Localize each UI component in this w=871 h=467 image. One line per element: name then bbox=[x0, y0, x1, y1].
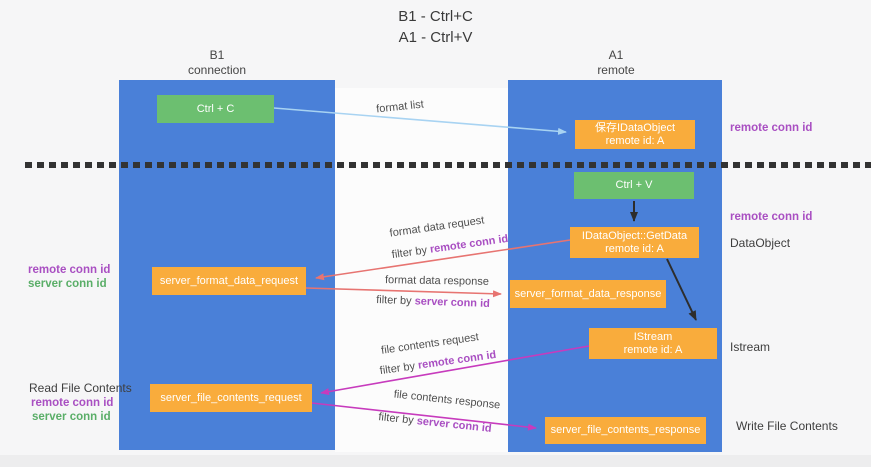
node-save-idataobject: 保存IDataObject remote id: A bbox=[575, 120, 695, 149]
column-b1-role: connection bbox=[187, 63, 247, 77]
node-file-response-label: server_file_contents_response bbox=[550, 424, 701, 436]
side-label-remote-conn-id-left-bottom: remote conn id bbox=[31, 397, 114, 409]
node-ctrl-v-label: Ctrl + V bbox=[615, 179, 653, 191]
side-label-dataobject: DataObject bbox=[730, 236, 791, 250]
node-server-format-data-request: server_format_data_request bbox=[152, 267, 306, 295]
node-server-file-contents-request: server_file_contents_request bbox=[150, 384, 312, 412]
node-idataobject-getdata: IDataObject::GetData remote id: A bbox=[570, 227, 699, 258]
node-ctrl-c-label: Ctrl + C bbox=[196, 102, 235, 115]
side-label-server-conn-id-left-bottom: server conn id bbox=[32, 411, 111, 423]
side-label-server-conn-id-left-top: server conn id bbox=[28, 278, 107, 290]
node-format-response-label: server_format_data_response bbox=[514, 287, 662, 300]
node-istream-line2: remote id: A bbox=[623, 343, 683, 356]
side-label-read-file-contents: Read File Contents bbox=[29, 381, 132, 395]
column-a1-role: remote bbox=[597, 63, 635, 77]
diagram-title: B1 - Ctrl+C A1 - Ctrl+V bbox=[0, 6, 871, 48]
column-header-b1: B1 connection bbox=[147, 48, 287, 78]
footer-strip bbox=[0, 455, 871, 467]
side-label-write-file-contents: Write File Contents bbox=[736, 419, 838, 433]
server-conn-id-text: server conn id bbox=[414, 295, 491, 310]
node-format-request-label: server_format_data_request bbox=[159, 274, 299, 287]
side-label-remote-conn-id-top-right: remote conn id bbox=[730, 122, 813, 134]
title-line-1: B1 - Ctrl+C bbox=[398, 8, 473, 25]
title-line-2: A1 - Ctrl+V bbox=[398, 29, 473, 46]
column-a1-name: A1 bbox=[608, 48, 624, 62]
node-save-idataobject-line2: remote id: A bbox=[605, 134, 665, 147]
node-istream-line1: IStream bbox=[633, 330, 673, 343]
node-server-format-data-response: server_format_data_response bbox=[510, 280, 666, 308]
column-b1-name: B1 bbox=[209, 48, 225, 62]
node-getdata-line2: remote id: A bbox=[605, 242, 664, 255]
node-save-idataobject-line1: 保存IDataObject bbox=[594, 121, 676, 134]
side-label-istream: Istream bbox=[730, 340, 771, 354]
column-header-a1: A1 remote bbox=[546, 48, 686, 78]
side-label-remote-conn-id-left-top: remote conn id bbox=[28, 264, 111, 276]
side-label-remote-conn-id-mid-right: remote conn id bbox=[730, 211, 813, 223]
node-ctrl-v: Ctrl + V bbox=[574, 172, 694, 199]
node-istream: IStream remote id: A bbox=[589, 328, 717, 359]
node-getdata-line1: IDataObject::GetData bbox=[581, 229, 688, 242]
node-file-request-label: server_file_contents_request bbox=[160, 391, 302, 404]
node-ctrl-c: Ctrl + C bbox=[157, 95, 274, 123]
filter-by-text: filter by bbox=[375, 294, 415, 308]
node-server-file-contents-response: server_file_contents_response bbox=[545, 417, 706, 444]
